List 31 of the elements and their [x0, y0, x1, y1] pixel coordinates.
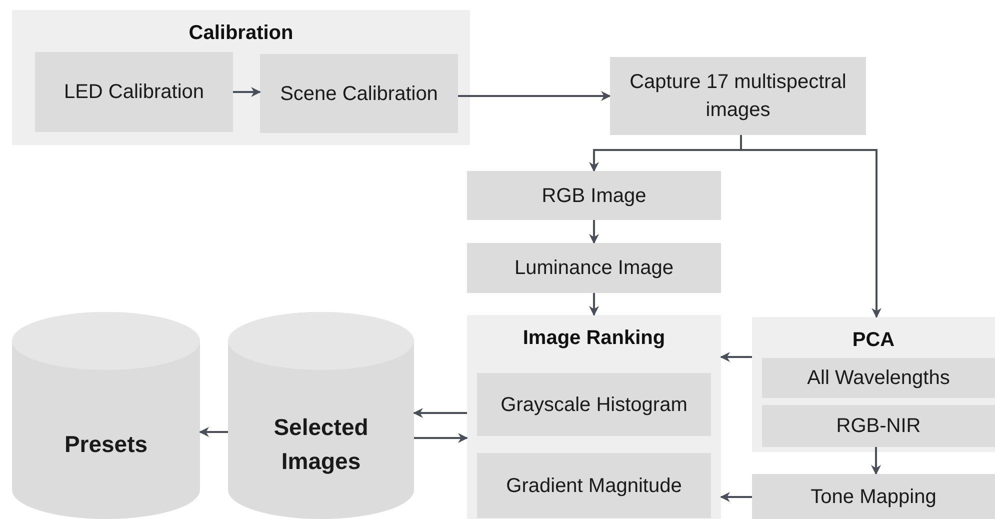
arrow [720, 352, 752, 362]
arrow [414, 433, 468, 443]
process-box: RGB-NIR [762, 405, 995, 447]
arrow [413, 408, 467, 418]
process-box: Tone Mapping [752, 474, 995, 519]
process-box: Luminance Image [467, 243, 721, 293]
database-cylinder [228, 312, 414, 519]
group-panel [467, 315, 721, 519]
arrow [458, 91, 611, 101]
cylinder-label: Presets [63, 430, 149, 460]
arrow [589, 293, 599, 316]
cylinder-label: Selected Images [272, 413, 370, 476]
arrow [720, 492, 752, 502]
group-title: PCA [851, 328, 896, 353]
process-box: All Wavelengths [762, 358, 995, 398]
process-box: Gradient Magnitude [477, 453, 711, 518]
arrow [233, 87, 261, 97]
group-panel [12, 10, 470, 145]
arrow [589, 220, 599, 244]
process-box: Scene Calibration [260, 54, 458, 133]
group-title: Calibration [188, 21, 294, 46]
process-box: Capture 17 multispectral images [610, 57, 866, 135]
arrow [199, 427, 228, 437]
database-cylinder [12, 312, 200, 519]
arrow [740, 135, 882, 318]
group-panel [752, 317, 995, 452]
process-box: RGB Image [467, 171, 721, 220]
process-box: Grayscale Histogram [477, 373, 711, 436]
arrow [871, 447, 881, 475]
process-box: LED Calibration [35, 52, 233, 132]
group-title: Image Ranking [522, 326, 666, 351]
